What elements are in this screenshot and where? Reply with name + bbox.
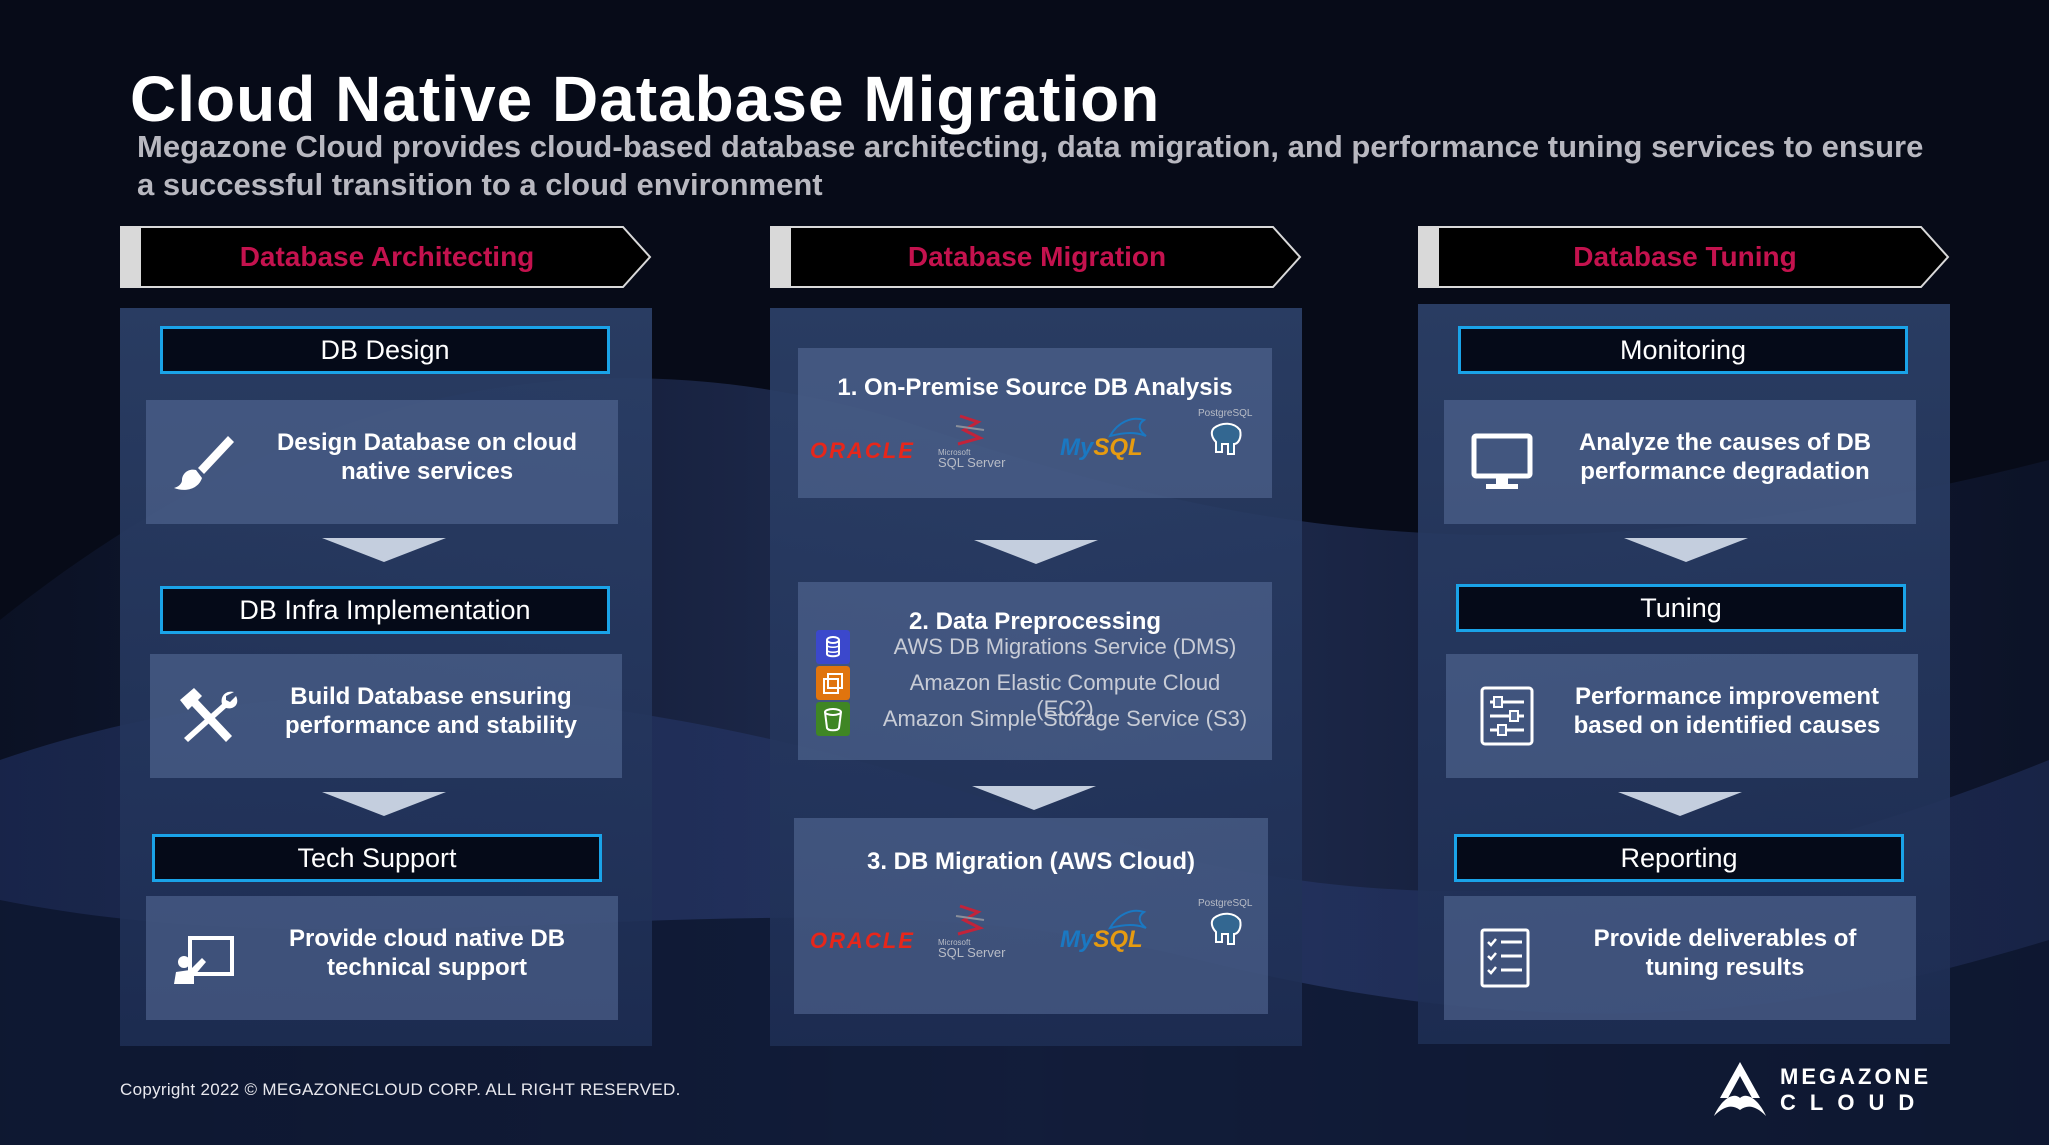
service-name-dms: AWS DB Migrations Service (DMS) <box>893 634 1237 659</box>
migration-header-text: Database Migration <box>907 241 1167 272</box>
card-text-reporting: Provide deliverables of tuning results <box>1593 925 1857 981</box>
sqlserver-logo: SQL Server <box>938 455 1006 470</box>
migration-panel: 1. On-Premise Source DB Analysis ORACLE … <box>770 308 1302 1046</box>
migration-step-1: 1. On-Premise Source DB Analysis ORACLE … <box>798 348 1272 498</box>
stage-label-tuning: Tuning <box>1456 584 1906 632</box>
stage-label-db-design: DB Design <box>160 326 610 374</box>
postgres-elephant-icon <box>1210 912 1242 945</box>
down-arrow <box>322 538 446 562</box>
db-logos: ORACLE Microsoft SQL Server MySQL Postgr… <box>794 898 1268 980</box>
sqlserver-icon <box>955 904 985 936</box>
mysql-sql: SQL <box>1093 926 1143 953</box>
postgres-elephant-icon <box>1210 422 1242 455</box>
dolphin-icon <box>1108 909 1147 930</box>
oracle-logo: ORACLE <box>810 438 915 463</box>
mysql-logo: MySQL <box>1060 926 1143 954</box>
oracle-logo: ORACLE <box>810 928 915 953</box>
card-text-monitoring: Analyze the causes of DB performance deg… <box>1578 429 1872 485</box>
aws-s3-icon <box>816 702 850 736</box>
sqlserver-vendor: Microsoft <box>938 938 971 947</box>
stage-label-tech-support: Tech Support <box>152 834 602 882</box>
page-title: Cloud Native Database Migration <box>130 63 1161 135</box>
mysql-logo: MySQL <box>1060 434 1143 462</box>
card-text-db-infra: Build Database ensuring performance and … <box>284 683 578 739</box>
card-tuning: Performance improvement based on identif… <box>1446 654 1918 778</box>
presentation-icon <box>174 936 234 984</box>
tuning-header-text: Database Tuning <box>1573 241 1797 272</box>
hammer-wrench-icon <box>180 688 238 742</box>
brand-line-2: CLOUD <box>1780 1090 1929 1115</box>
service-row-s3: Amazon Simple Storage Service (S3) <box>798 702 1272 736</box>
mysql-sql: SQL <box>1093 434 1143 461</box>
card-db-design: Design Database on cloud native services <box>146 400 618 524</box>
migration-header: Database Migration <box>770 226 1302 288</box>
stage-label-db-infra: DB Infra Implementation <box>160 586 610 634</box>
megazone-mark-icon <box>1714 1062 1766 1116</box>
migration-step-3: 3. DB Migration (AWS Cloud) ORACLE Micro… <box>794 818 1268 1014</box>
down-arrow <box>1618 792 1742 816</box>
card-tech-support: Provide cloud native DB technical suppor… <box>146 896 618 1020</box>
service-name-s3: Amazon Simple Storage Service (S3) <box>882 706 1248 731</box>
megazone-logo: MEGAZONE CLOUD <box>1708 1058 1948 1122</box>
architecting-header-text: Database Architecting <box>239 241 535 272</box>
stage-label-monitoring: Monitoring <box>1458 326 1908 374</box>
page-subtitle: Megazone Cloud provides cloud-based data… <box>137 129 1924 202</box>
architecting-header: Database Architecting <box>120 226 652 288</box>
step-1-title: 1. On-Premise Source DB Analysis <box>837 374 1233 401</box>
down-arrow <box>322 792 446 816</box>
down-arrow <box>974 540 1098 564</box>
migration-step-2: 2. Data Preprocessing AWS DB Migrations … <box>798 582 1272 760</box>
step-3-title: 3. DB Migration (AWS Cloud) <box>867 848 1195 875</box>
sliders-icon <box>1480 686 1534 746</box>
mysql-my: My <box>1060 926 1094 953</box>
card-monitoring: Analyze the causes of DB performance deg… <box>1444 400 1916 524</box>
sqlserver-logo: SQL Server <box>938 945 1006 960</box>
architecting-panel: DB Design Design Database on cloud nativ… <box>120 308 652 1046</box>
monitor-icon <box>1471 433 1533 489</box>
card-db-infra: Build Database ensuring performance and … <box>150 654 622 778</box>
mysql-my: My <box>1060 434 1094 461</box>
postgres-label: PostgreSQL <box>1198 898 1253 909</box>
tuning-header: Database Tuning <box>1418 226 1950 288</box>
postgres-label: PostgreSQL <box>1198 408 1253 419</box>
down-arrow <box>1624 538 1748 562</box>
down-arrow <box>972 786 1096 810</box>
service-row-ec2: Amazon Elastic Compute Cloud (EC2) <box>798 666 1272 721</box>
paintbrush-icon <box>174 436 234 490</box>
dolphin-icon <box>1108 417 1147 438</box>
card-text-tuning: Performance improvement based on identif… <box>1573 683 1881 739</box>
service-name-ec2: Amazon Elastic Compute Cloud (EC2) <box>909 670 1221 721</box>
card-text-db-design: Design Database on cloud native services <box>276 429 578 485</box>
db-logos: ORACLE Microsoft SQL Server MySQL Postgr… <box>798 408 1272 484</box>
brand-line-1: MEGAZONE <box>1780 1064 1932 1089</box>
step-2-title: 2. Data Preprocessing <box>908 608 1162 635</box>
card-reporting: Provide deliverables of tuning results <box>1444 896 1916 1020</box>
service-row-dms: AWS DB Migrations Service (DMS) <box>798 630 1272 664</box>
aws-ec2-icon <box>816 666 850 700</box>
checklist-icon <box>1480 928 1530 988</box>
aws-dms-icon <box>816 630 850 664</box>
sqlserver-icon <box>955 414 985 446</box>
copyright-footer: Copyright 2022 © MEGAZONECLOUD CORP. ALL… <box>120 1080 681 1099</box>
sqlserver-vendor: Microsoft <box>938 448 971 457</box>
tuning-panel: Monitoring Analyze the causes of DB perf… <box>1418 304 1950 1044</box>
stage-label-reporting: Reporting <box>1454 834 1904 882</box>
card-text-tech-support: Provide cloud native DB technical suppor… <box>288 925 566 981</box>
